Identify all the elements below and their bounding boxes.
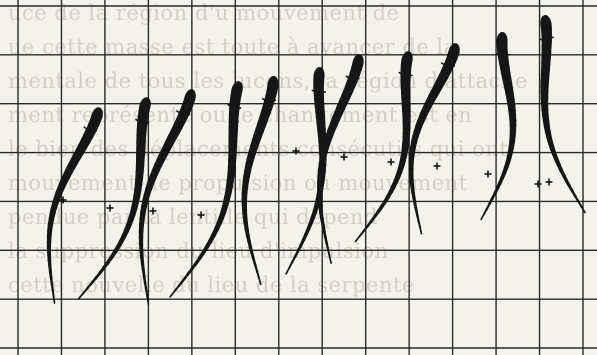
eel-body-segment [147,297,148,304]
eel-body-segment [146,291,147,298]
bleed-through-line: cette nouvelle du lieu de la serpente [8,273,415,297]
eel-body-segment [145,284,146,291]
eel-body-segment [328,251,329,257]
eel-body-segment [419,222,420,228]
eel-body-segment [54,297,55,303]
eel-body-segment [53,291,54,297]
bleed-through-line: uce de la région d'u mouvement de [8,1,399,25]
